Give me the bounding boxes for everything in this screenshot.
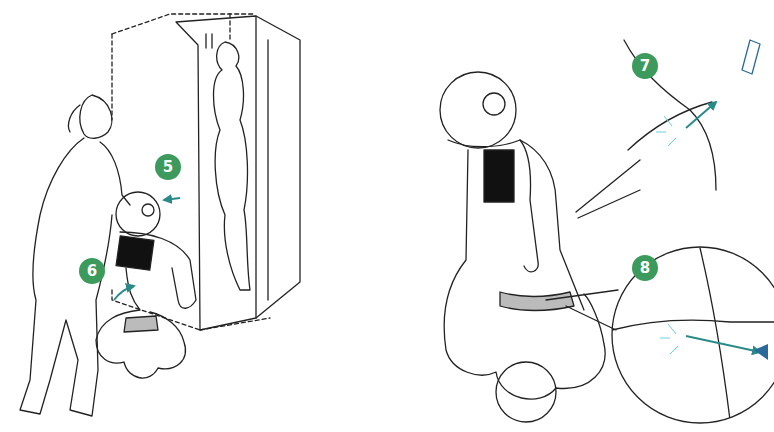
robot-arm <box>520 140 538 272</box>
spark <box>660 324 678 354</box>
callout-number: 7 <box>632 53 658 79</box>
robot-band <box>124 316 158 332</box>
robot-tablet <box>484 150 514 202</box>
screw-icon <box>754 344 768 360</box>
callout-number: 5 <box>155 154 181 180</box>
detail-body <box>700 248 730 420</box>
leader-line <box>546 290 618 330</box>
detail-body <box>628 102 712 150</box>
cabinet-door <box>256 16 300 318</box>
robot-band <box>500 292 574 311</box>
robot-eye <box>483 93 505 115</box>
person-body <box>20 138 112 416</box>
callout-number: 6 <box>79 258 105 284</box>
latch <box>206 34 212 48</box>
robot-torso <box>448 140 584 310</box>
leader-line <box>576 160 640 218</box>
removal-arrow <box>686 336 760 352</box>
detail-body <box>612 320 774 330</box>
detail-body <box>624 40 716 190</box>
robot-base <box>96 268 185 378</box>
removal-arrow <box>686 102 716 128</box>
detail-lens <box>612 247 774 423</box>
motion-arrows <box>114 102 760 352</box>
spark-marks <box>656 116 678 354</box>
motion-arrow <box>114 286 134 300</box>
line-art <box>20 14 774 423</box>
robot-eye <box>142 204 154 216</box>
person-hair <box>68 105 80 132</box>
robot-head <box>440 72 516 148</box>
screw-icon <box>742 40 760 74</box>
robot-tablet <box>116 236 154 270</box>
foam-silhouette <box>214 42 251 290</box>
door-edge <box>267 40 268 300</box>
robot-head <box>116 192 160 236</box>
person-head <box>80 95 112 138</box>
callout-number: 8 <box>632 255 658 281</box>
crate-outline <box>112 14 270 330</box>
robot-wheel-cover <box>496 362 556 422</box>
spark <box>656 116 676 146</box>
motion-arrow <box>164 198 180 200</box>
cabinet <box>176 16 256 330</box>
